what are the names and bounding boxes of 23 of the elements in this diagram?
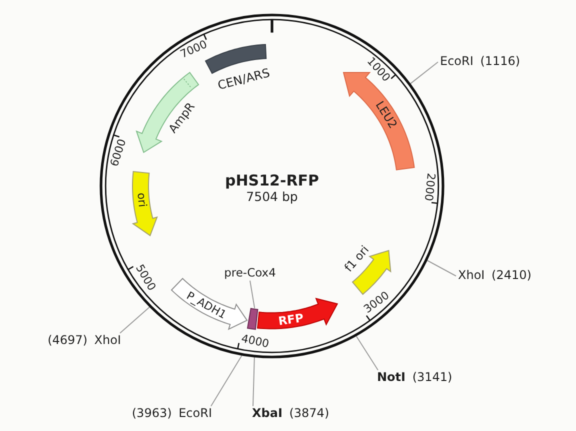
- leader-line: [356, 336, 378, 371]
- site-label: (4697) XhoI: [48, 334, 121, 348]
- leader-line: [210, 355, 242, 407]
- site-label: XhoI (2410): [458, 269, 532, 283]
- site-label: XbaI (3874): [252, 407, 330, 421]
- plasmid-size: 7504 bp: [246, 190, 298, 204]
- plasmid-name: pHS12-RFP: [225, 172, 319, 190]
- tick-label: 6000: [108, 138, 129, 168]
- feature-label: f1 ori: [342, 244, 372, 276]
- feature-label: pre-Cox4: [224, 266, 276, 280]
- site-label: EcoRI (1116): [440, 55, 520, 69]
- feature-label: ori: [134, 192, 148, 208]
- leader-line: [252, 356, 255, 407]
- feature-label: RFP: [277, 311, 304, 328]
- leader-line: [410, 62, 438, 84]
- leader-line: [120, 306, 150, 334]
- leader-line: [250, 280, 256, 309]
- tick-label: 7000: [178, 38, 210, 62]
- leader-line: [426, 260, 456, 276]
- site-label: NotI (3141): [377, 371, 452, 385]
- tick-label: 2000: [421, 172, 437, 202]
- tick-label: 4000: [240, 333, 270, 352]
- site-label: (3963) EcoRI: [132, 407, 212, 421]
